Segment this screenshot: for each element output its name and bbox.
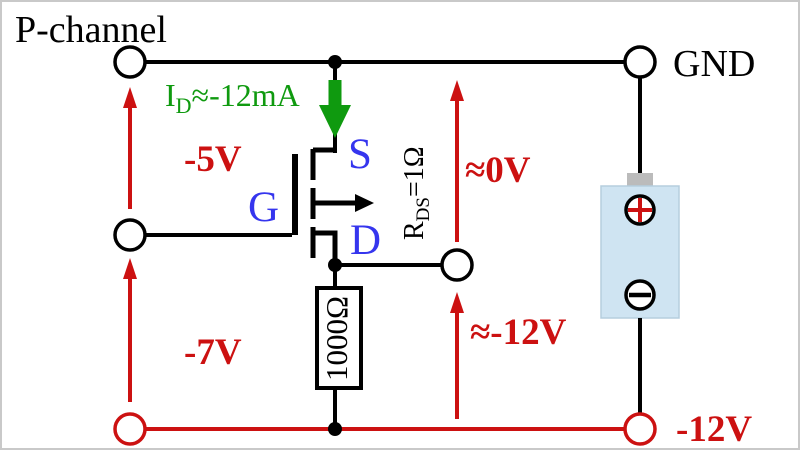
gate-pin-label: G — [248, 184, 279, 231]
source-voltage-arrow-icon — [450, 80, 464, 101]
junction-dot-bottom — [328, 422, 342, 436]
supply-voltage-arrow-icon — [123, 258, 137, 279]
rds-value: =1Ω — [399, 146, 430, 197]
negative-rail-label: -12V — [676, 409, 752, 448]
mosfet-drain-connector — [313, 230, 338, 265]
junction-dot-drain — [328, 258, 342, 272]
battery-nub — [627, 173, 653, 187]
drain-current-label: ID≈-12mA — [165, 77, 300, 118]
junction-dot-top — [328, 55, 342, 69]
current-symbol: I — [165, 77, 176, 113]
drain-current-arrow-icon — [319, 105, 351, 138]
current-value: ≈-12mA — [192, 77, 300, 113]
terminal-drain-probe — [440, 248, 474, 282]
terminal-negative-supply — [623, 412, 657, 446]
resistor-value-label: 1000Ω — [319, 296, 354, 381]
gnd-label: GND — [673, 43, 755, 85]
page-title: P-channel — [15, 9, 167, 51]
supply-voltage-label: -7V — [184, 332, 242, 373]
rds-label: RDS=1Ω — [399, 146, 434, 240]
source-voltage-label: ≈0V — [465, 150, 531, 191]
resistor-body — [315, 286, 363, 390]
drain-voltage-arrow-icon — [450, 292, 464, 313]
gate-voltage-arrow-icon — [123, 87, 137, 108]
source-pin-label: S — [348, 131, 372, 178]
terminal-top-left — [113, 45, 147, 79]
terminal-bottom-left — [113, 412, 147, 446]
drain-voltage-label: ≈-12V — [470, 312, 567, 353]
terminal-gnd — [623, 45, 657, 79]
rds-subscript: DS — [413, 197, 434, 221]
mosfet-body-arrow-icon — [355, 194, 374, 212]
terminal-gate-input — [113, 218, 147, 252]
current-subscript: D — [176, 93, 192, 118]
gate-voltage-label: -5V — [184, 139, 242, 180]
drain-pin-label: D — [350, 217, 381, 264]
rds-symbol: R — [399, 221, 430, 240]
